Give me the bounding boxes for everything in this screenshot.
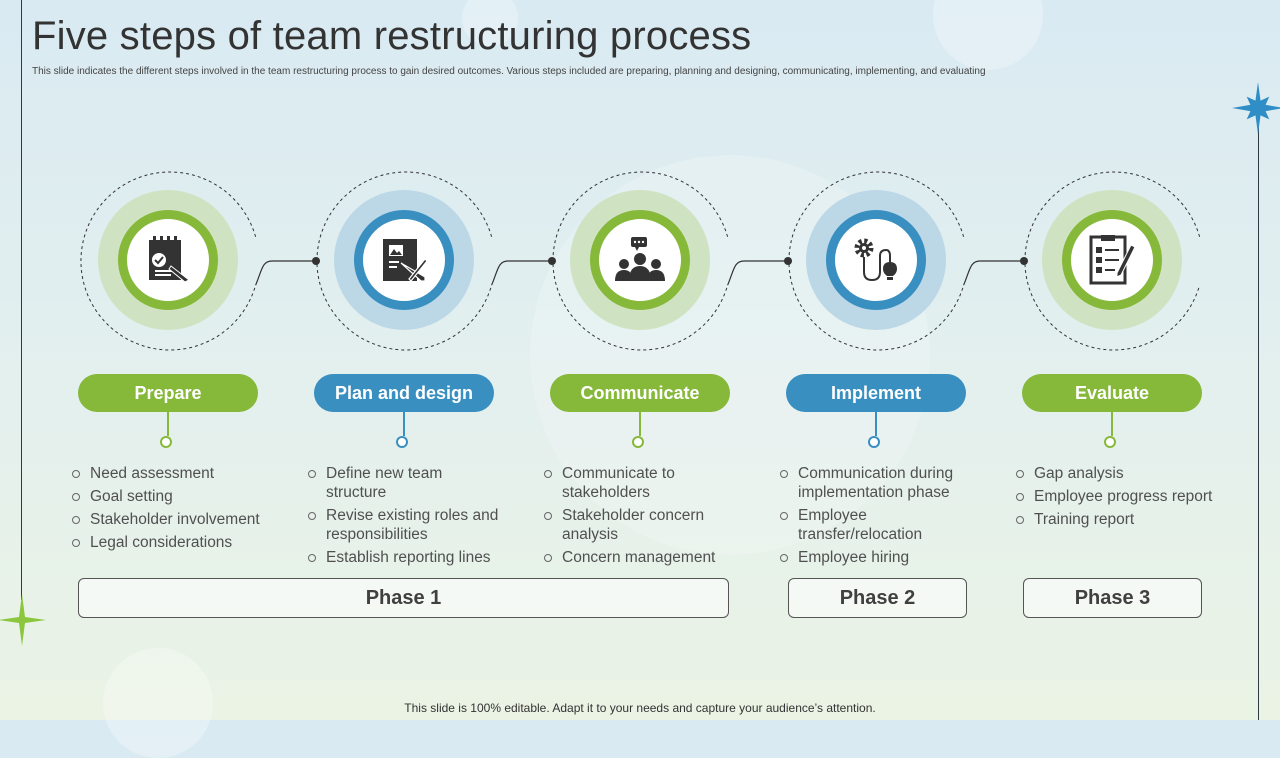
list-item: Gap analysis [1014,464,1214,483]
step-bullet-list: Communication during implementation phas… [778,464,978,571]
left-border-line [21,0,22,600]
step-label-pill: Prepare [78,374,258,412]
step-bullet-list: Communicate to stakeholders Stakeholder … [542,464,742,571]
step-dot [1104,436,1116,448]
blue-sparkle-icon [1232,82,1280,134]
list-item: Legal considerations [70,533,270,552]
team-chat-icon [615,237,665,281]
step-evaluate: Evaluate Gap analysis Employee progress … [1016,170,1212,570]
step-prepare: Prepare Need assessment Goal setting Sta… [72,170,260,570]
list-item: Communication during implementation phas… [778,464,978,502]
step-dot [632,436,644,448]
page-subtitle: This slide indicates the different steps… [32,66,986,77]
design-blueprint-icon [383,239,427,282]
evaluation-clipboard-icon [1089,235,1135,285]
list-item: Need assessment [70,464,270,483]
phase-2-box: Phase 2 [788,578,967,618]
step-label-pill: Evaluate [1022,374,1202,412]
right-border-line [1258,110,1259,720]
step-label-pill: Implement [786,374,966,412]
list-item: Employee hiring [778,548,978,567]
step-label-pill: Plan and design [314,374,494,412]
step-implement: Implement Communication during implement… [780,170,966,570]
list-item: Concern management [542,548,742,567]
gear-lightbulb-icon [854,238,897,282]
list-item: Define new team structure [306,464,506,502]
list-item: Establish reporting lines [306,548,506,567]
list-item: Employee progress report [1014,487,1214,506]
process-connectors [80,171,1201,351]
phase-1-box: Phase 1 [78,578,729,618]
step-bullet-list: Define new team structure Revise existin… [306,464,506,571]
step-communicate: Communicate Communicate to stakeholders … [544,170,730,570]
list-item: Stakeholder involvement [70,510,270,529]
checklist-document-icon [149,236,190,283]
step-icon-ring [570,190,710,330]
list-item: Revise existing roles and responsibiliti… [306,506,506,544]
step-icon-ring [806,190,946,330]
list-item: Goal setting [70,487,270,506]
step-bullet-list: Gap analysis Employee progress report Tr… [1014,464,1214,533]
list-item: Training report [1014,510,1214,529]
background-circle [462,0,518,46]
step-icon-ring [334,190,474,330]
step-bullet-list: Need assessment Goal setting Stakeholder… [70,464,270,556]
step-icon-ring [1042,190,1182,330]
footer-note: This slide is 100% editable. Adapt it to… [404,701,876,715]
green-sparkle-icon [0,594,46,646]
phase-3-box: Phase 3 [1023,578,1202,618]
list-item: Stakeholder concern analysis [542,506,742,544]
step-dot [160,436,172,448]
step-plan-and-design: Plan and design Define new team structur… [308,170,498,570]
step-label-pill: Communicate [550,374,730,412]
step-dot [868,436,880,448]
list-item: Communicate to stakeholders [542,464,742,502]
page-title: Five steps of team restructuring process [32,14,752,58]
step-dot [396,436,408,448]
step-icon-ring [98,190,238,330]
list-item: Employee transfer/relocation [778,506,978,544]
